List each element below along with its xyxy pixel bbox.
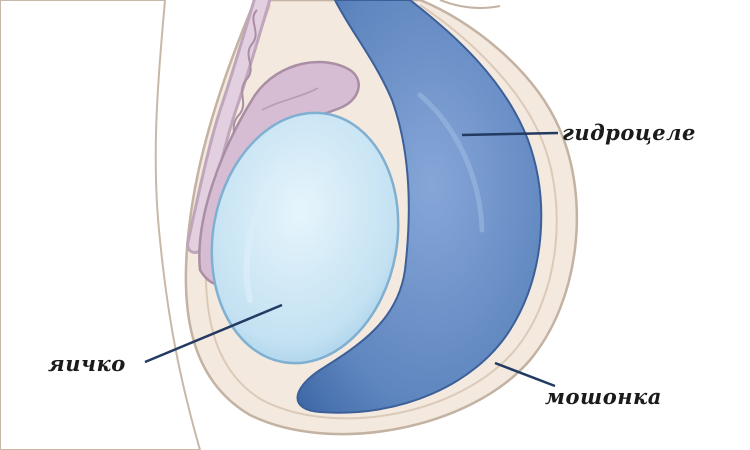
scrotum-leader-line [494,361,556,388]
hydrocele-fluid [296,0,543,414]
fluid-highlight [417,92,485,233]
hydrocele-label: гидроцеле [562,120,696,145]
hydrocele-leader-line [461,131,559,137]
testis-leader-line [144,303,283,364]
spermatic-cord [186,0,271,254]
testis [210,111,400,365]
testis-label: яичко [48,351,126,376]
scrotum-label: мошонка [545,384,662,409]
top-edge [439,0,501,9]
thigh-outline [0,0,202,450]
testis-highlight [243,162,288,303]
